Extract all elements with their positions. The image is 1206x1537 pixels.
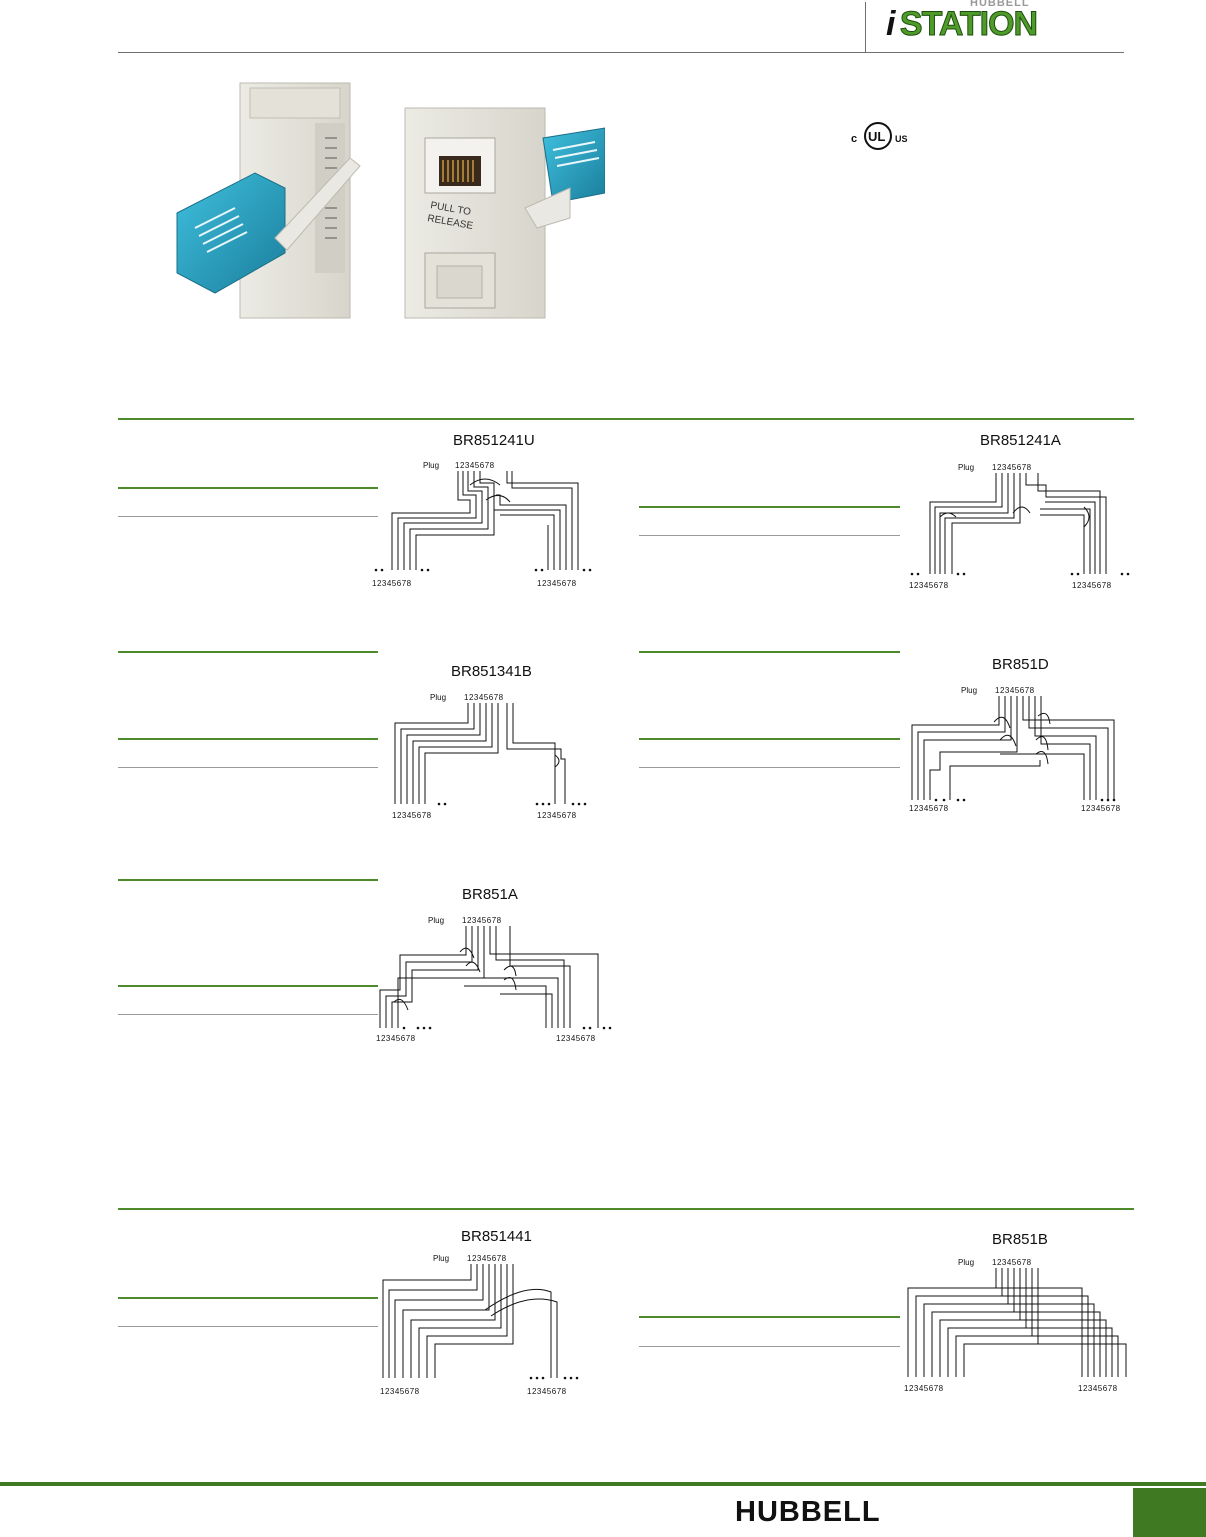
wiring-diagram-br851d: Plug 12345678 12345678 12345678 <box>909 686 1121 813</box>
section-rule-1 <box>118 418 1134 420</box>
wiring-diagram-br851341b: Plug 12345678 12345678 12345678 <box>392 693 587 820</box>
ul-mark-us: US <box>895 134 908 144</box>
left-pins: 12345678 <box>392 811 432 820</box>
right-pins: 12345678 <box>556 1034 596 1043</box>
footer-rule <box>0 1482 1206 1486</box>
right-pins: 12345678 <box>1078 1384 1118 1393</box>
header-rule <box>118 52 1124 53</box>
right-rule-b3 <box>639 767 900 768</box>
right-rule-b1 <box>639 651 900 653</box>
section-rule-2 <box>118 1208 1134 1210</box>
plug-pins: 12345678 <box>992 463 1032 472</box>
plug-label: Plug <box>958 1258 974 1267</box>
wiring-diagram-br851241a: Plug 12345678 12345678 12345678 <box>909 463 1130 590</box>
right-rule-a1 <box>639 506 900 508</box>
diagram-title-br851a: BR851A <box>462 886 518 903</box>
right-pins: 12345678 <box>527 1387 567 1396</box>
plug-label: Plug <box>423 461 439 470</box>
right-rule-d2 <box>639 1346 900 1347</box>
right-pins: 12345678 <box>1081 804 1121 813</box>
diagram-title-br851b: BR851B <box>992 1231 1048 1248</box>
left-pins: 12345678 <box>909 581 949 590</box>
right-pins: 12345678 <box>537 811 577 820</box>
right-rule-a2 <box>639 535 900 536</box>
right-pins: 12345678 <box>1072 581 1112 590</box>
left-pins: 12345678 <box>904 1384 944 1393</box>
footer-page-tab <box>1133 1488 1206 1537</box>
left-rule-b1 <box>118 651 378 653</box>
left-rule-c3 <box>118 1014 378 1015</box>
diagram-title-br851241a: BR851241A <box>980 432 1061 449</box>
left-rule-b3 <box>118 767 378 768</box>
left-rule-c2 <box>118 985 378 987</box>
plug-pins: 12345678 <box>455 461 495 470</box>
plug-pins: 12345678 <box>992 1258 1032 1267</box>
brand-small-text: HUBBELL <box>970 0 1030 9</box>
right-rule-b2 <box>639 738 900 740</box>
left-pins: 12345678 <box>909 804 949 813</box>
wiring-diagram-br851b: Plug 12345678 12345678 12345678 <box>904 1258 1127 1393</box>
footer-logo-text: HUBBELL <box>735 1496 881 1528</box>
brand-station: STATION <box>899 5 1038 44</box>
plug-pins: 12345678 <box>467 1254 507 1263</box>
wiring-diagram-br851a: Plug 12345678 12345678 12345678 <box>376 916 612 1043</box>
plug-pins: 12345678 <box>995 686 1035 695</box>
diagram-title-br851241u: BR851241U <box>453 432 535 449</box>
left-rule-c1 <box>118 879 378 881</box>
plug-pins: 12345678 <box>464 693 504 702</box>
left-rule-d1 <box>118 1297 378 1299</box>
plug-label: Plug <box>433 1254 449 1263</box>
right-rule-d1 <box>639 1316 900 1318</box>
footer-hubbell-logo: HUBBELL <box>735 1496 915 1528</box>
diagram-title-br851441: BR851441 <box>461 1228 532 1245</box>
plug-pins: 12345678 <box>462 916 502 925</box>
left-pins: 12345678 <box>376 1034 416 1043</box>
left-rule-d2 <box>118 1326 378 1327</box>
diagram-title-br851d: BR851D <box>992 656 1049 673</box>
wiring-diagram-br851441: Plug 12345678 12345678 12345678 <box>380 1254 579 1396</box>
plug-label: Plug <box>430 693 446 702</box>
ul-mark-ul: UL <box>868 129 885 144</box>
ul-mark-c: c <box>851 133 857 145</box>
header-divider <box>865 2 866 52</box>
ul-certification-mark: c UL US <box>848 120 918 154</box>
plug-label: Plug <box>958 463 974 472</box>
istation-logo: i STATION <box>886 5 1039 44</box>
wiring-diagram-br851241u: Plug 12345678 12345678 12345678 <box>372 461 592 588</box>
left-rule-a1 <box>118 487 378 489</box>
diagram-title-br851341b: BR851341B <box>451 663 532 680</box>
left-rule-b2 <box>118 738 378 740</box>
right-pins: 12345678 <box>537 579 577 588</box>
plug-label: Plug <box>961 686 977 695</box>
left-rule-a2 <box>118 516 378 517</box>
brand-i: i <box>886 5 896 43</box>
left-pins: 12345678 <box>380 1387 420 1396</box>
plug-label: Plug <box>428 916 444 925</box>
product-photo: PULL TO RELEASE <box>175 78 606 328</box>
left-pins: 12345678 <box>372 579 412 588</box>
